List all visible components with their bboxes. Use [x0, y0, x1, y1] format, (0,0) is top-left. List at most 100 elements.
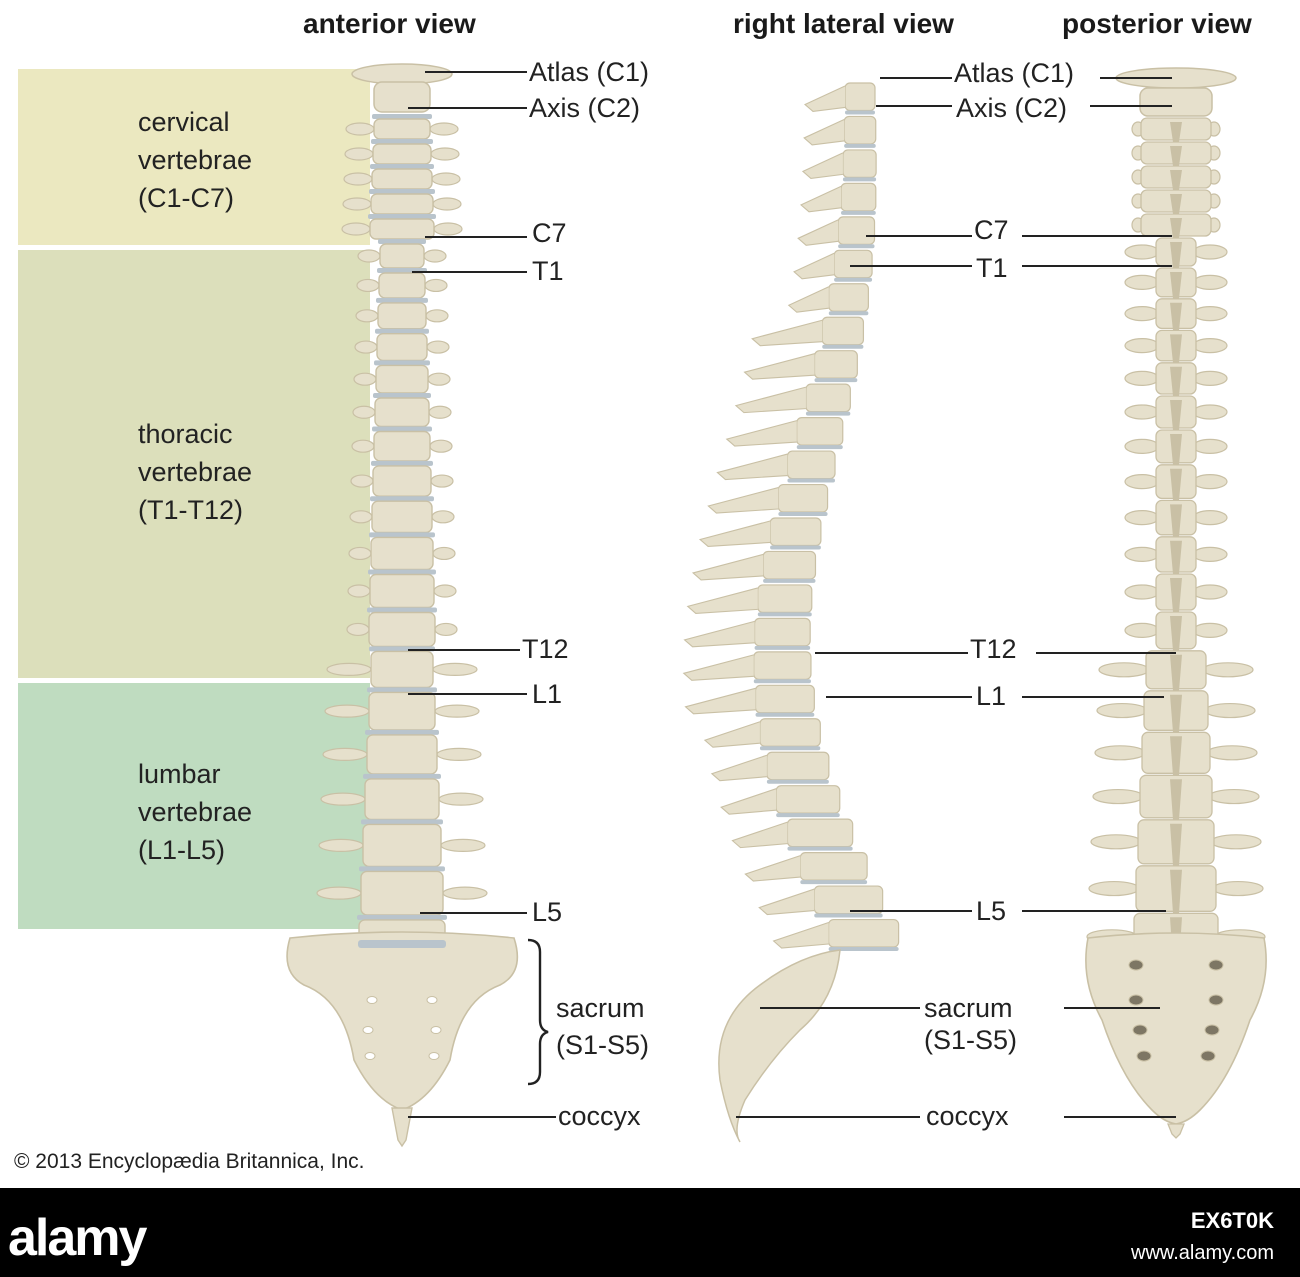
- anterior-t1-label: T1: [530, 256, 566, 286]
- anterior-t12-label: T12: [520, 634, 571, 664]
- transverse-process: [429, 122, 459, 136]
- transverse-process: [346, 622, 370, 637]
- lateral-disc: [834, 277, 873, 282]
- lateral-vertebral-body: [753, 617, 811, 647]
- posterior-sacral-foramen: [1132, 1024, 1148, 1036]
- spinous-process: [758, 888, 815, 916]
- spinous-process: [716, 453, 788, 481]
- lateral-vertebral-body: [844, 82, 876, 112]
- transverse-process: [436, 747, 482, 762]
- spinous-process: [731, 821, 788, 849]
- lateral-sacrum-label: sacrum: [922, 993, 1015, 1023]
- lateral-disc: [796, 445, 843, 450]
- intervertebral-disc: [368, 214, 436, 219]
- transverse-process: [431, 172, 461, 186]
- posterior-transverse-process: [1192, 306, 1228, 322]
- spine-illustration: [286, 63, 1267, 1148]
- lateral-disc: [841, 210, 876, 215]
- anterior-coccyx-label: coccyx: [556, 1101, 643, 1131]
- lateral-disc: [759, 746, 821, 751]
- posterior-sacrum: [1085, 932, 1267, 1125]
- intervertebral-disc: [367, 687, 437, 693]
- posterior-transverse-process: [1124, 404, 1160, 420]
- intervertebral-disc: [365, 729, 439, 735]
- posterior-spinous-process: [1170, 170, 1182, 190]
- posterior-sacral-foramen: [1208, 994, 1224, 1006]
- transverse-process: [425, 309, 449, 323]
- vertebral-body: [370, 650, 434, 689]
- posterior-sacral-foramen: [1204, 1024, 1220, 1036]
- posterior-sacral-foramen: [1136, 1050, 1152, 1062]
- spinous-process: [797, 219, 839, 246]
- lateral-disc: [828, 311, 869, 316]
- lateral-disc: [838, 244, 875, 249]
- posterior-transverse-process: [1208, 788, 1260, 805]
- transverse-process: [432, 662, 478, 677]
- lateral-disc: [755, 712, 815, 717]
- lateral-c7-label: C7: [972, 215, 1011, 245]
- posterior-sacral-foramen: [1208, 959, 1224, 971]
- posterior-transverse-process: [1090, 834, 1142, 850]
- posterior-spinous-process: [1170, 504, 1182, 537]
- intervertebral-disc: [373, 393, 431, 398]
- anterior-axis-label: Axis (C2): [527, 93, 643, 123]
- vertebral-body: [373, 430, 431, 462]
- lateral-t1-label: T1: [974, 253, 1010, 283]
- vertebral-body: [378, 272, 426, 299]
- lateral-disc: [842, 177, 877, 182]
- posterior-transverse-process: [1192, 274, 1228, 290]
- posterior-transverse-process: [1124, 474, 1160, 490]
- footer-logo: alamy: [8, 1209, 147, 1267]
- lateral-vertebral-body: [753, 651, 812, 680]
- transverse-process: [352, 405, 376, 419]
- vertebral-body: [369, 218, 435, 240]
- spinous-process: [793, 252, 835, 280]
- transverse-process: [357, 249, 381, 263]
- posterior-transverse-process: [1094, 745, 1146, 761]
- transverse-process: [426, 340, 450, 354]
- spinous-process: [703, 721, 761, 748]
- posterior-sacral-foramen: [1200, 1050, 1216, 1062]
- posterior-transverse-process: [1124, 338, 1160, 354]
- sacral-foramen: [364, 1052, 376, 1060]
- vertebral-body: [372, 465, 432, 497]
- spinous-process: [734, 386, 807, 414]
- posterior-sacral-foramen: [1128, 959, 1144, 971]
- lateral-disc: [787, 846, 853, 851]
- lateral-atlas-label: Atlas (C1): [952, 58, 1077, 88]
- posterior-transverse-process: [1192, 584, 1228, 600]
- posterior-spinous-process: [1170, 302, 1182, 331]
- transverse-process: [318, 838, 364, 853]
- lateral-disc: [754, 645, 811, 650]
- posterior-axis: [1139, 87, 1213, 117]
- posterior-spinous-process: [1170, 694, 1182, 733]
- posterior-transverse-process: [1192, 370, 1228, 386]
- lateral-vertebral-body: [786, 818, 854, 848]
- transverse-process: [342, 197, 372, 211]
- posterior-transverse-process: [1124, 509, 1160, 526]
- posterior-spinous-process: [1170, 869, 1182, 914]
- vertebral-body: [370, 536, 434, 571]
- posterior-spinous-process: [1170, 434, 1182, 465]
- lateral-t12-label: T12: [968, 634, 1019, 664]
- transverse-process: [438, 792, 484, 806]
- posterior-view-title: posterior view: [1062, 8, 1252, 39]
- lumbar-band: [18, 683, 370, 929]
- posterior-transverse-process: [1206, 745, 1258, 761]
- vertebral-body: [371, 500, 433, 534]
- vertebral-body: [377, 302, 427, 330]
- posterior-sacral-foramen: [1128, 994, 1144, 1006]
- spinous-process: [720, 788, 777, 815]
- vertebral-body: [373, 118, 431, 140]
- anterior-l1-label: L1: [530, 679, 565, 709]
- lateral-vertebral-body: [762, 550, 817, 580]
- lateral-disc: [828, 947, 899, 951]
- posterior-coccyx: [1167, 1123, 1185, 1139]
- intervertebral-disc: [370, 164, 434, 169]
- footer-bar: [0, 1188, 1300, 1277]
- posterior-transverse-process: [1192, 404, 1228, 420]
- posterior-spinous-process: [1170, 578, 1182, 612]
- thoracic-band: [18, 250, 370, 678]
- intervertebral-disc: [371, 139, 433, 144]
